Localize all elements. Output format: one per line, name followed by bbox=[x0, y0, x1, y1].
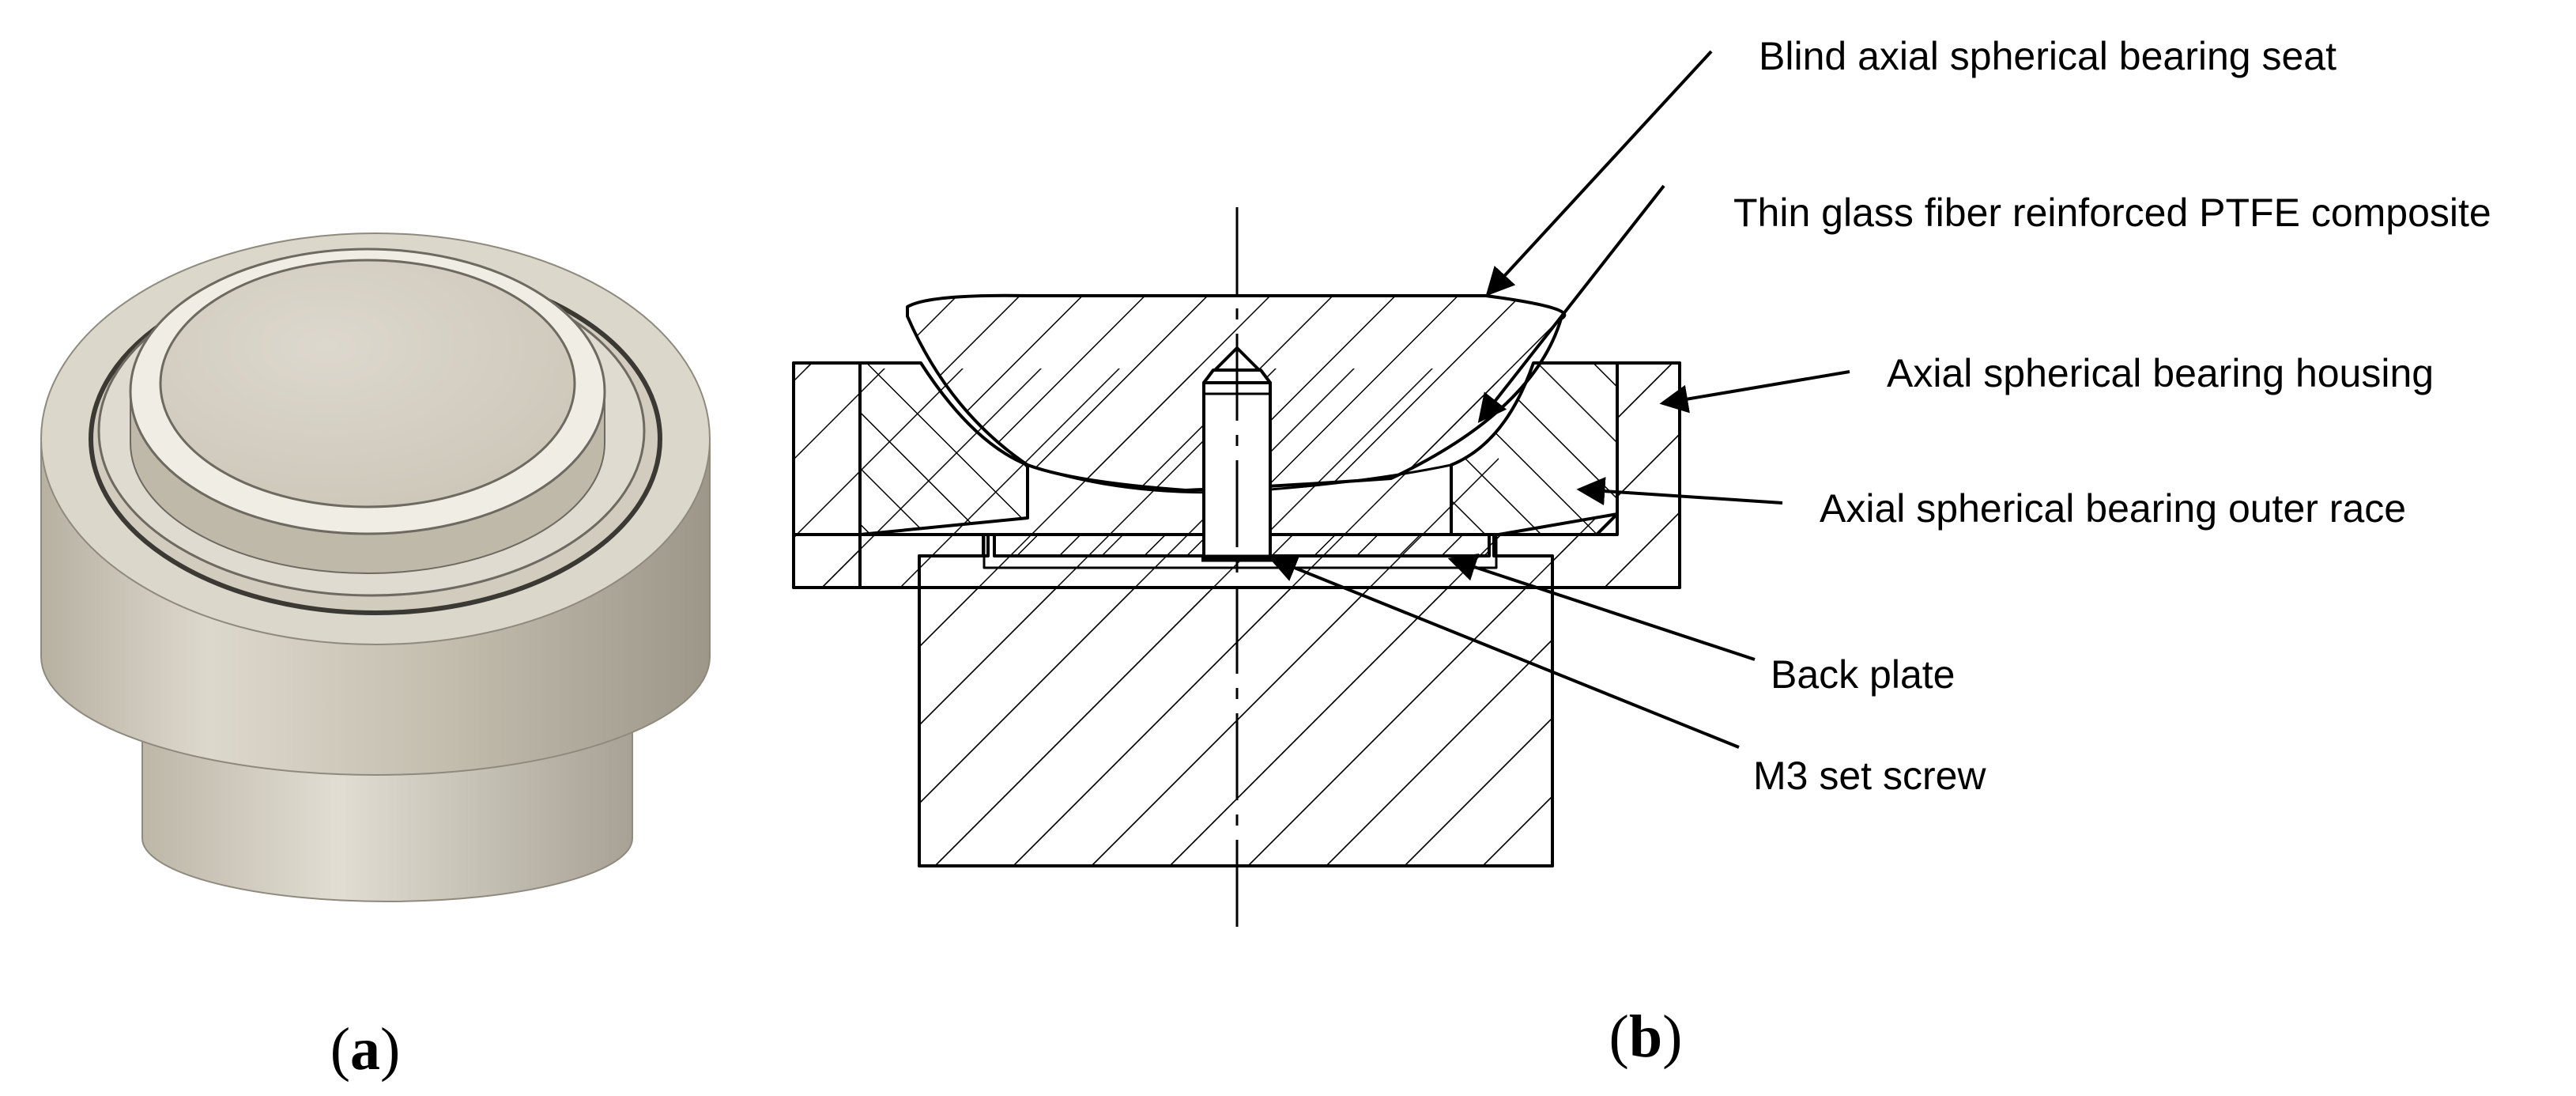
callout-leaders bbox=[1268, 50, 1850, 749]
panel-a-label: (a) bbox=[330, 1016, 401, 1083]
leader-back-plate bbox=[1447, 554, 1756, 661]
panel-b-label: (b) bbox=[1609, 1003, 1683, 1070]
callout-back-plate: Back plate bbox=[1771, 652, 1955, 697]
callout-set-screw: M3 set screw bbox=[1753, 754, 1986, 798]
leader-ptfe bbox=[1477, 184, 1665, 423]
leader-outer-race bbox=[1576, 477, 1783, 506]
callout-housing: Axial spherical bearing housing bbox=[1887, 351, 2434, 395]
outer-race-right bbox=[1450, 361, 1619, 536]
leader-seat bbox=[1485, 50, 1713, 297]
callout-ptfe: Thin glass fiber reinforced PTFE composi… bbox=[1733, 191, 2491, 235]
leader-set-screw bbox=[1268, 554, 1740, 749]
seat-top-face bbox=[159, 259, 576, 508]
callout-seat: Blind axial spherical bearing seat bbox=[1759, 34, 2337, 78]
panel-a-render bbox=[40, 232, 711, 902]
leader-housing bbox=[1659, 370, 1850, 414]
callout-outer-race: Axial spherical bearing outer race bbox=[1820, 486, 2406, 531]
